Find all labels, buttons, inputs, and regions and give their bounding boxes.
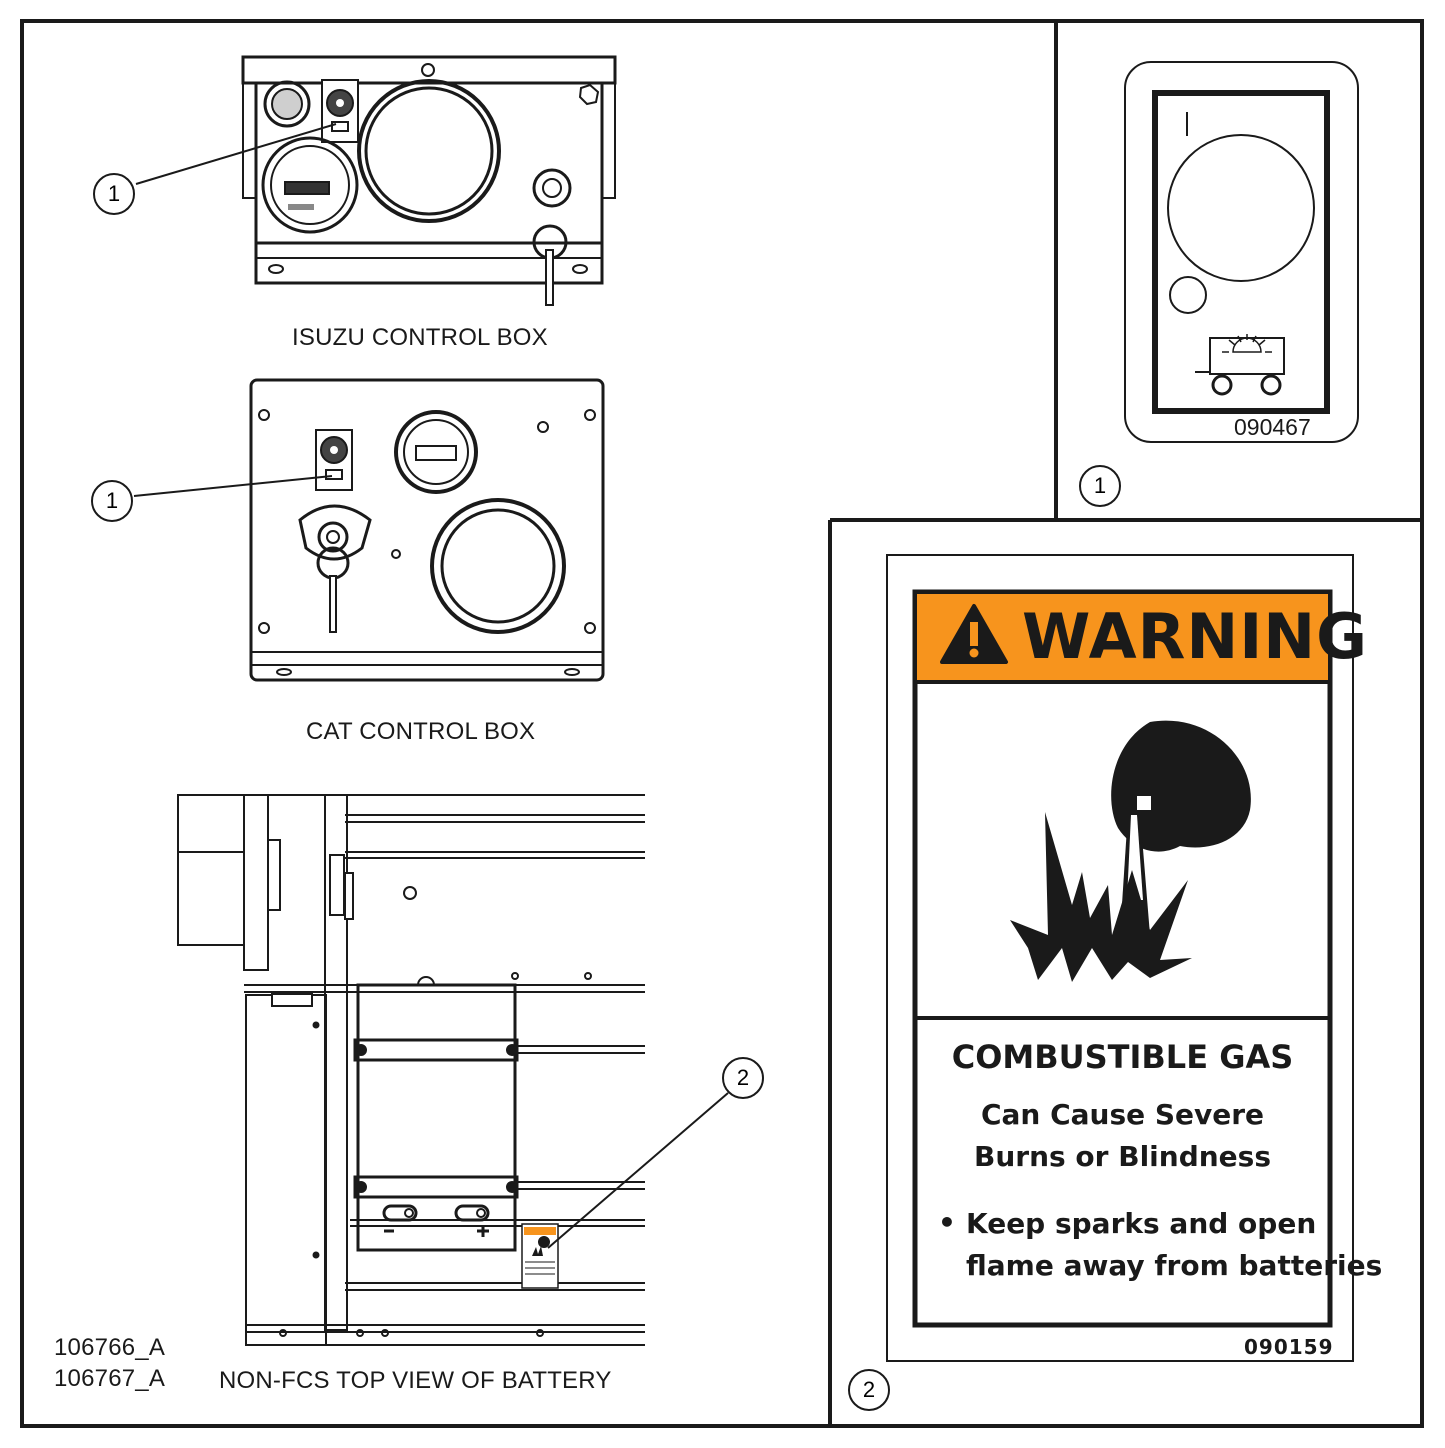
battery-top-view-drawing bbox=[177, 794, 645, 1346]
warning-consequence-line-1: Can Cause Severe bbox=[980, 1098, 1265, 1131]
decal-090159-drawing bbox=[886, 554, 1354, 1362]
leader-lines bbox=[133, 123, 729, 1249]
drawing-id-2: 106767_A bbox=[54, 1365, 166, 1392]
callout-panel-2: 2 bbox=[848, 1369, 890, 1411]
cat-control-box-drawing bbox=[249, 378, 605, 682]
callout-isuzu-decal: 1 bbox=[93, 173, 135, 215]
warning-hazard-text: COMBUSTIBLE GAS bbox=[951, 1038, 1294, 1076]
callout-cat-decal: 1 bbox=[91, 480, 133, 522]
warning-signal-word: WARNING bbox=[1022, 600, 1369, 673]
decal-090467-drawing bbox=[1124, 61, 1359, 443]
outer-frame bbox=[20, 19, 1424, 1428]
callout-battery-decal: 2 bbox=[722, 1057, 764, 1099]
isuzu-control-box-drawing bbox=[241, 55, 617, 306]
isuzu-caption: ISUZU CONTROL BOX bbox=[292, 324, 548, 351]
cat-caption: CAT CONTROL BOX bbox=[306, 718, 536, 745]
warning-bullet: • bbox=[938, 1206, 956, 1239]
warning-consequence-line-2: Burns or Blindness bbox=[974, 1140, 1271, 1173]
warning-instruction-line-2: flame away from batteries bbox=[966, 1249, 1383, 1282]
decal-2-part-number: 090159 bbox=[1244, 1335, 1334, 1359]
callout-panel-1: 1 bbox=[1079, 465, 1121, 507]
battery-caption: NON-FCS TOP VIEW OF BATTERY bbox=[219, 1367, 612, 1394]
warning-instruction-line-1: Keep sparks and open bbox=[966, 1207, 1317, 1240]
decal-1-part-number: 090467 bbox=[1234, 414, 1311, 440]
drawing-id-1: 106766_A bbox=[54, 1334, 166, 1361]
